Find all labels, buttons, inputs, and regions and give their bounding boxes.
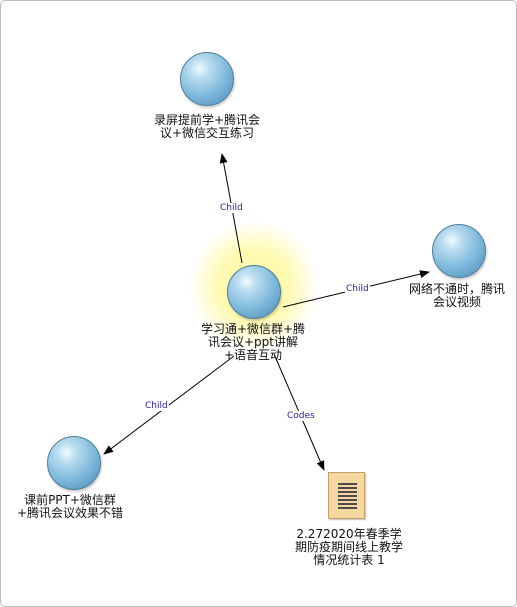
bottom-left-node-label: 课前PPT+微信群+腾讯会议效果不错 (16, 493, 124, 520)
top-node-icon[interactable] (180, 52, 234, 106)
link-label-to-bottom-left: Child (144, 401, 169, 411)
link-line-to-bottom-left[interactable] (103, 355, 235, 455)
top-node-label: 录屏提前学+腾讯会议+微信交互练习 (153, 113, 261, 140)
center-node-icon[interactable] (227, 265, 281, 319)
link-label-to-document: Codes (286, 411, 316, 421)
document-node-icon[interactable] (328, 472, 365, 519)
link-label-to-right: Child (345, 284, 370, 294)
link-label-to-top: Child (219, 203, 244, 213)
right-node-icon[interactable] (432, 224, 486, 278)
right-node-label: 网络不通时，腾讯会议视频 (408, 282, 505, 309)
center-node-label: 学习通+微信群+腾讯会议+ppt讲解+语音互动 (200, 322, 306, 362)
document-node-label: 2.272020年春季学期防疫期间线上教学情况统计表 1 (294, 527, 403, 567)
bottom-left-node-icon[interactable] (47, 436, 101, 490)
